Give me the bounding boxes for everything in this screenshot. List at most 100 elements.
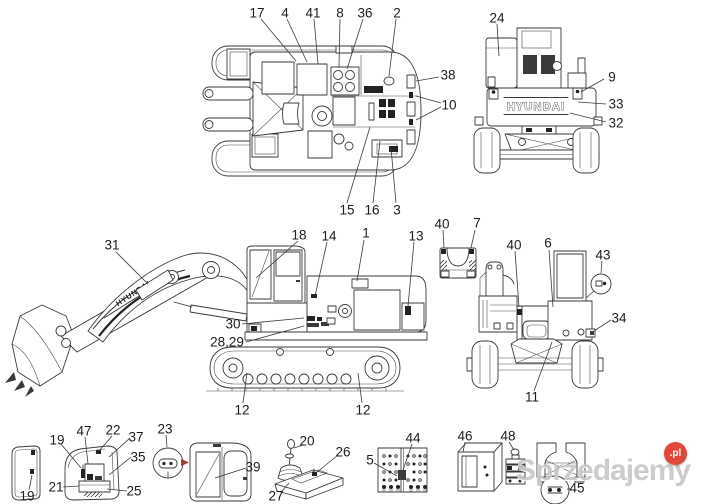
- control-box-drawing: [457, 442, 503, 492]
- callout-leader-22: [98, 435, 113, 452]
- callout-cab-side-39: 39: [245, 460, 260, 475]
- watermark-pl-badge: .pl: [664, 442, 687, 465]
- callout-leader-33: [577, 101, 607, 105]
- callout-leader-10: [415, 95, 442, 104]
- callout-side-18: 18: [291, 228, 306, 243]
- callout-leader-8: [338, 18, 341, 68]
- callout-leader-46: [462, 441, 466, 453]
- callout-joystick-27: 27: [268, 489, 283, 504]
- detail-circle-45: [540, 475, 570, 504]
- callout-leader-19: [60, 443, 82, 469]
- callout-bracket-7: 7: [473, 216, 481, 231]
- callout-leader-24: [496, 23, 500, 57]
- callout-rear-32: 32: [608, 116, 623, 131]
- relay-component: [398, 470, 406, 480]
- callout-bracket-40: 40: [434, 217, 449, 232]
- callout-leader-35: [108, 456, 132, 476]
- callout-leader-37: [108, 437, 131, 458]
- cab-interior-drawing: [64, 445, 120, 501]
- callout-box-46: 46: [457, 429, 472, 444]
- callout-top-36: 36: [357, 6, 372, 21]
- callout-top-8: 8: [336, 6, 344, 21]
- callout-leader-31: [115, 251, 149, 285]
- callout-rear-9: 9: [608, 70, 616, 85]
- front-view-drawing: [466, 250, 612, 389]
- grille: [261, 61, 295, 95]
- cab-side-detail-drawing: [189, 442, 252, 502]
- grille: [332, 96, 356, 126]
- callout-top-16: 16: [364, 203, 379, 218]
- callout-leader-14: [314, 241, 328, 297]
- callout-front-6: 6: [544, 236, 552, 251]
- callout-joystick-20: 20: [299, 434, 314, 449]
- callout-leader-40: [514, 250, 520, 308]
- callout-top-3: 3: [393, 203, 401, 218]
- callout-cab-interior-21: 21: [48, 480, 63, 495]
- callout-leader-38: [415, 76, 440, 82]
- callout-leader-43: [600, 260, 603, 274]
- road-wheels: [242, 348, 352, 385]
- side-grille: [353, 289, 401, 331]
- callout-pin-panel-44: 44: [405, 431, 421, 446]
- callout-leader-5: [373, 462, 398, 477]
- callout-side-13: 13: [408, 229, 423, 244]
- callout-leader-21: [62, 485, 80, 488]
- joystick-knob: [287, 439, 295, 449]
- callout-side-1: 1: [362, 226, 370, 241]
- track-front-right: [571, 340, 599, 389]
- callout-front-34: 34: [611, 311, 627, 326]
- callout-leader-47: [84, 436, 89, 465]
- callout-leader-48: [508, 441, 515, 451]
- callout-leader-39: [214, 467, 247, 479]
- callout-top-17: 17: [249, 6, 264, 21]
- callout-rear-33: 33: [608, 97, 623, 112]
- callout-leader-10: [415, 106, 442, 121]
- callout-cab-interior-22: 22: [105, 423, 120, 438]
- callout-side-12: 12: [355, 403, 370, 418]
- callout-cab-interior-19: 19: [49, 433, 64, 448]
- callout-leader-13: [407, 241, 415, 307]
- callout-leader-18: [255, 240, 299, 279]
- boom-foot: [485, 261, 504, 299]
- callout-leader-36: [346, 18, 364, 70]
- callout-leader-17: [260, 18, 297, 62]
- callout-leader-7: [470, 229, 476, 249]
- side-view-drawing: HYUNDAI: [5, 245, 428, 397]
- callout-top-38: 38: [440, 68, 455, 83]
- door-detail-drawing: [11, 445, 41, 501]
- callout-leader-9: [580, 78, 605, 93]
- callout-leader-26: [315, 454, 339, 474]
- callout-leader-41: [313, 18, 319, 65]
- callout-leader-11: [533, 341, 553, 392]
- callout-top-15: 15: [339, 203, 354, 218]
- callout-frame-detail-45: 45: [569, 481, 584, 496]
- callout-cab-interior-37: 37: [128, 430, 143, 445]
- callout-door-19: 19: [19, 489, 34, 504]
- valve-stack-drawing: [505, 448, 526, 485]
- callout-valve-48: 48: [500, 429, 515, 444]
- joystick-console-drawing: [274, 439, 344, 500]
- callout-front-43: 43: [595, 248, 610, 263]
- callout-leader-32: [569, 112, 607, 123]
- callout-leader-1: [356, 239, 365, 282]
- callout-leader-4: [286, 18, 308, 63]
- grille: [296, 63, 328, 96]
- grease-detail-circle: [590, 273, 612, 295]
- rear-hyundai-decal: HYUNDAI: [507, 101, 566, 113]
- grille: [307, 130, 333, 159]
- callout-cab-detail-23: 23: [157, 422, 172, 437]
- callout-leader-25: [106, 488, 128, 492]
- callout-side-30: 30: [225, 317, 240, 332]
- callout-leader-12: [357, 372, 363, 404]
- callout-leader-40: [442, 229, 445, 249]
- callout-front-11: 11: [525, 390, 539, 405]
- door-window: [223, 450, 248, 497]
- watermark-text: Sprzedajemy: [516, 454, 691, 487]
- callout-top-2: 2: [393, 6, 401, 21]
- rear-view-drawing: HYUNDAI: [473, 27, 603, 174]
- connector-pins: [382, 485, 427, 492]
- track-rear-left: [473, 127, 501, 174]
- callout-leader-2: [388, 18, 397, 77]
